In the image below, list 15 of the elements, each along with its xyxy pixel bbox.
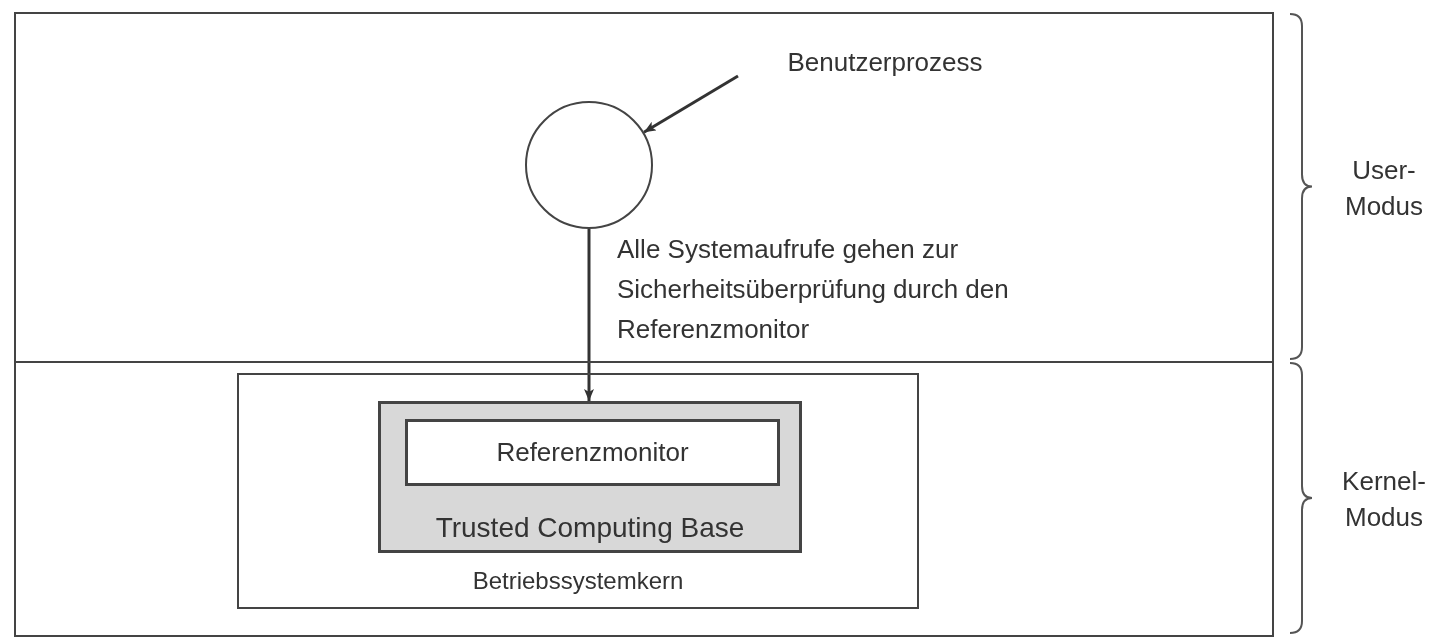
edge-label: Alle Systemaufrufe gehen zur Sicherheitsüberprüfung durch den Referenzmonitor [617,233,1010,346]
mode-band [14,361,1274,637]
monitor-box [405,419,780,486]
node-label: Benutzerprozess [787,46,983,78]
tcb-box [378,401,802,553]
mode-label: Kernel- Modus [1341,465,1427,534]
mode-label: User- Modus [1343,153,1424,223]
box-title: Trusted Computing Base [435,512,745,544]
node-label: Betriebssystemkern [472,567,684,595]
mode-band [14,12,1274,363]
kernel-box [237,373,919,609]
process-circle [525,101,653,229]
arrow [584,229,594,401]
node-label: Referenzmonitor [496,437,689,468]
arrow [643,74,739,134]
